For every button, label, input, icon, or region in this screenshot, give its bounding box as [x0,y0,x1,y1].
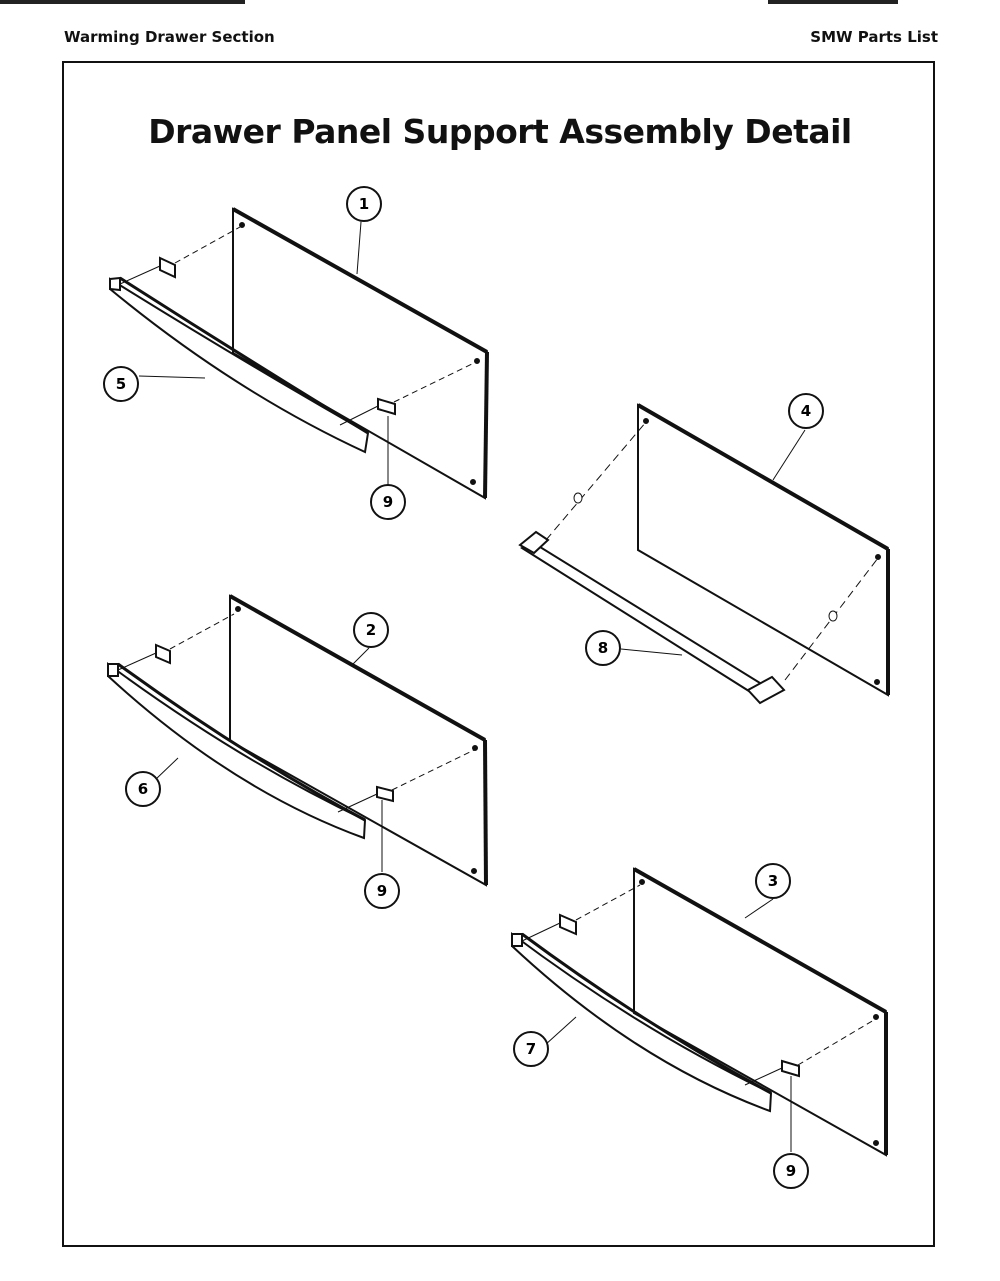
bracket-6 [107,662,367,840]
diagram-title: Drawer Panel Support Assembly Detail [148,112,852,151]
svg-text:2: 2 [366,621,376,639]
callout-3: 3 [755,863,791,899]
callout-7: 7 [513,1031,549,1067]
svg-text:1: 1 [359,195,369,213]
callout-9-a: 9 [370,484,406,520]
clip-c-left [521,884,641,942]
bracket-5 [109,276,370,454]
callout-5: 5 [103,366,139,402]
callout-9-c: 9 [773,1153,809,1189]
svg-text:9: 9 [383,493,393,511]
svg-text:4: 4 [801,402,811,420]
parts-list-header: SMW Parts List [810,28,938,46]
callout-1: 1 [346,186,382,222]
svg-text:5: 5 [116,375,126,393]
callout-2: 2 [353,612,389,648]
panel-3 [633,867,888,1157]
svg-text:6: 6 [138,780,148,798]
svg-text:8: 8 [598,639,608,657]
svg-text:9: 9 [377,882,387,900]
top-edge-mark-left [0,0,245,4]
callout-9-b: 9 [364,873,400,909]
callout-8: 8 [585,630,621,666]
panel-4 [637,403,890,697]
clip-c-right [744,1019,875,1086]
top-edge-mark-right [768,0,898,4]
panel-1 [232,207,489,500]
clip-a-left [119,226,241,285]
clip-a-right [339,361,477,426]
clip-b-left [117,613,235,671]
clip-b-right [337,749,475,813]
svg-text:9: 9 [786,1162,796,1180]
callout-4: 4 [788,393,824,429]
panel-2 [229,594,488,887]
leader-lines [138,221,806,1152]
svg-text:3: 3 [768,872,778,890]
section-header: Warming Drawer Section [64,28,275,46]
callout-6: 6 [125,771,161,807]
svg-text:7: 7 [526,1040,536,1058]
diagram-frame [62,61,935,1247]
bracket-7 [511,932,773,1113]
rod-8 [518,421,879,705]
